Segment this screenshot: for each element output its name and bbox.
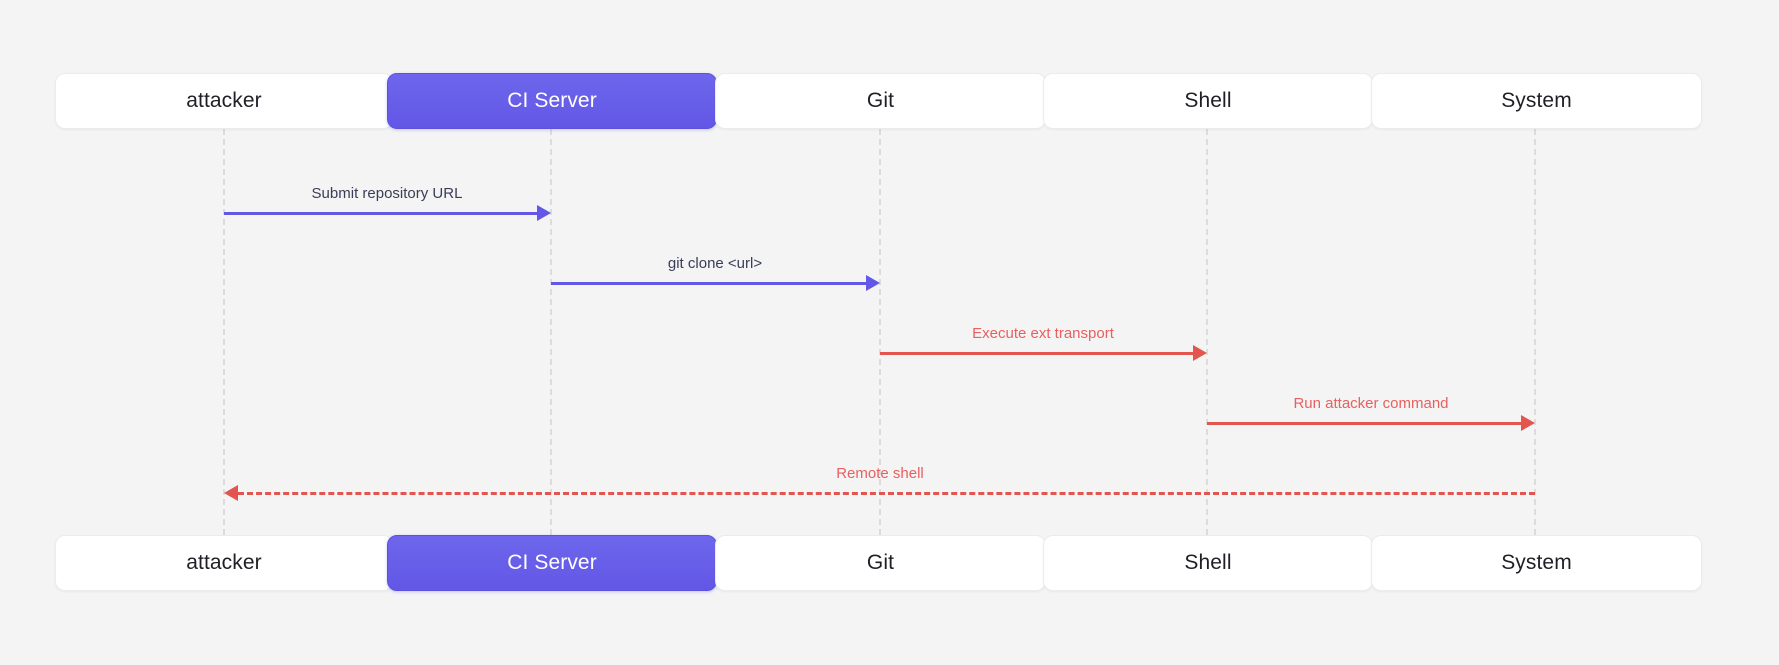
message-label-remote-shell: Remote shell: [836, 465, 924, 482]
participant-top-ci-server[interactable]: CI Server: [387, 73, 717, 129]
arrowhead-remote-shell: [224, 485, 238, 501]
message-label-run-attacker-command: Run attacker command: [1293, 395, 1449, 412]
lifeline-system: [1534, 129, 1536, 535]
participant-bottom-ci-server[interactable]: CI Server: [387, 535, 717, 591]
arrowhead-submit-repository-url: [537, 205, 551, 221]
participant-top-git[interactable]: Git: [715, 73, 1046, 129]
participant-top-attacker[interactable]: attacker: [55, 73, 393, 129]
participant-bottom-shell[interactable]: Shell: [1043, 535, 1373, 591]
message-line-git-clone: [551, 282, 866, 285]
message-line-submit-repository-url: [224, 212, 537, 215]
participant-bottom-attacker[interactable]: attacker: [55, 535, 393, 591]
message-label-submit-repository-url: Submit repository URL: [311, 185, 463, 202]
arrowhead-git-clone: [866, 275, 880, 291]
arrowhead-execute-ext-transport: [1193, 345, 1207, 361]
participant-bottom-git[interactable]: Git: [715, 535, 1046, 591]
arrowhead-run-attacker-command: [1521, 415, 1535, 431]
participant-bottom-system[interactable]: System: [1371, 535, 1702, 591]
lifeline-attacker: [223, 129, 225, 535]
message-label-git-clone: git clone <url>: [667, 255, 763, 272]
message-line-execute-ext-transport: [880, 352, 1193, 355]
participant-top-shell[interactable]: Shell: [1043, 73, 1373, 129]
participant-top-system[interactable]: System: [1371, 73, 1702, 129]
lifeline-shell: [1206, 129, 1208, 535]
lifeline-ci-server: [550, 129, 552, 535]
message-line-run-attacker-command: [1207, 422, 1521, 425]
message-label-execute-ext-transport: Execute ext transport: [972, 325, 1114, 342]
message-line-remote-shell: [238, 492, 1535, 495]
lifeline-git: [879, 129, 881, 535]
